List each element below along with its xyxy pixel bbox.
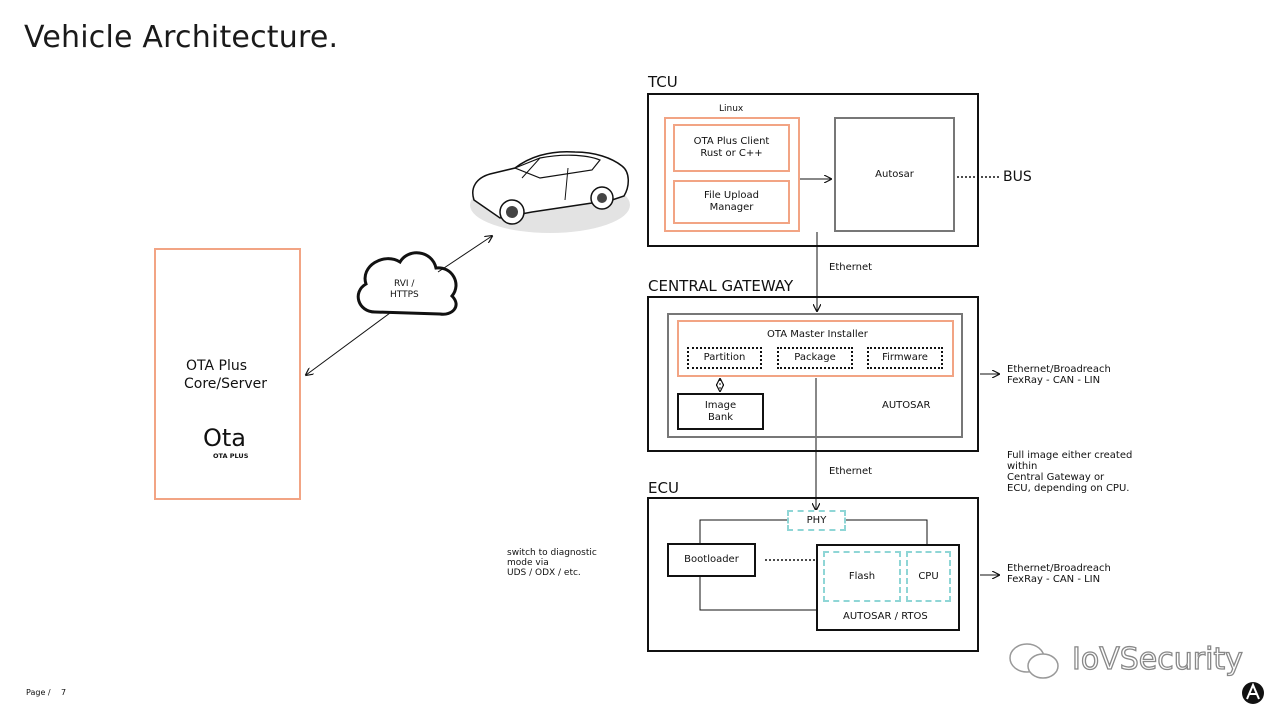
partition-label: Partition bbox=[703, 352, 746, 363]
page-number: 7 bbox=[61, 688, 67, 697]
ecu-label: ECU bbox=[648, 479, 679, 497]
wechat-icon bbox=[1007, 640, 1063, 682]
image-bank-line2: Bank bbox=[707, 411, 734, 423]
flash-label: Flash bbox=[848, 570, 876, 582]
tcu-label: TCU bbox=[648, 73, 678, 91]
server-label-line2: Core/Server bbox=[184, 376, 268, 392]
note-line2: within bbox=[1007, 461, 1038, 472]
tcu-box bbox=[647, 93, 979, 247]
firmware-label: Firmware bbox=[882, 352, 928, 363]
ecu-side-line1: Ethernet/Broadreach bbox=[1007, 563, 1111, 574]
linux-box bbox=[664, 117, 800, 232]
firmware-box: Firmware bbox=[867, 347, 943, 369]
cloud-label-line1: RVI / bbox=[394, 279, 415, 289]
ecu-side-line2: FexRay - CAN - LIN bbox=[1007, 574, 1101, 585]
ota-client-box: OTA Plus Client Rust or C++ bbox=[673, 124, 790, 172]
note-line3: Central Gateway or bbox=[1007, 472, 1105, 483]
cloud-label-line2: HTTPS bbox=[390, 290, 419, 300]
gateway-label: CENTRAL GATEWAY bbox=[648, 277, 794, 295]
linux-label: Linux bbox=[719, 104, 744, 114]
page-label: Page / bbox=[26, 688, 51, 697]
bootloader-box: Bootloader bbox=[667, 543, 756, 577]
package-box: Package bbox=[777, 347, 853, 369]
phy-label: PHY bbox=[806, 514, 827, 526]
gateway-box bbox=[647, 296, 979, 452]
gateway-side-line2: FexRay - CAN - LIN bbox=[1007, 375, 1101, 386]
note-line4: ECU, depending on CPU. bbox=[1007, 483, 1130, 494]
diag-line3: UDS / ODX / etc. bbox=[507, 568, 581, 578]
gateway-side-line1: Ethernet/Broadreach bbox=[1007, 364, 1111, 375]
ecu-box bbox=[647, 497, 979, 652]
file-upload-box: File Upload Manager bbox=[673, 180, 790, 224]
partition-box: Partition bbox=[687, 347, 762, 369]
cloud-icon bbox=[356, 251, 458, 316]
tcu-autosar-box: Autosar bbox=[834, 117, 955, 232]
bootloader-label: Bootloader bbox=[684, 554, 739, 565]
car-icon bbox=[470, 150, 630, 233]
image-bank-box: Image Bank bbox=[677, 393, 764, 430]
image-bank-line1: Image bbox=[704, 399, 737, 411]
ethernet-label-2: Ethernet bbox=[829, 466, 873, 477]
bus-label: BUS bbox=[1003, 169, 1032, 185]
installer-label: OTA Master Installer bbox=[767, 329, 868, 340]
gateway-autosar-label: AUTOSAR bbox=[882, 400, 931, 411]
ota-logo-sub: OTA PLUS bbox=[213, 452, 249, 460]
ota-logo: Ota bbox=[203, 424, 247, 452]
phy-box: PHY bbox=[787, 510, 846, 531]
flash-box: Flash bbox=[823, 551, 901, 602]
file-upload-line2: Manager bbox=[709, 202, 754, 213]
slide-title: Vehicle Architecture. bbox=[24, 20, 339, 55]
ethernet-label-1: Ethernet bbox=[829, 262, 873, 273]
server-label-line1: OTA Plus bbox=[186, 358, 248, 374]
gateway-autosar-box bbox=[667, 313, 963, 438]
ecu-autosar-label: AUTOSAR / RTOS bbox=[843, 611, 928, 622]
watermark-text: IoVSecurity bbox=[1071, 641, 1243, 677]
ota-client-line1: OTA Plus Client bbox=[693, 136, 770, 147]
file-upload-line1: File Upload bbox=[704, 190, 759, 201]
cpu-label: CPU bbox=[918, 570, 939, 582]
tcu-autosar-label: Autosar bbox=[875, 168, 914, 180]
note-line1: Full image either created bbox=[1007, 450, 1133, 461]
ecu-autosar-box bbox=[816, 544, 960, 631]
installer-box bbox=[677, 320, 954, 377]
diag-line1: switch to diagnostic bbox=[507, 548, 597, 558]
ota-client-line2: Rust or C++ bbox=[700, 148, 763, 159]
ota-server-box bbox=[154, 248, 301, 500]
diag-line2: mode via bbox=[507, 558, 549, 568]
package-label: Package bbox=[794, 352, 836, 363]
cpu-box: CPU bbox=[906, 551, 951, 602]
